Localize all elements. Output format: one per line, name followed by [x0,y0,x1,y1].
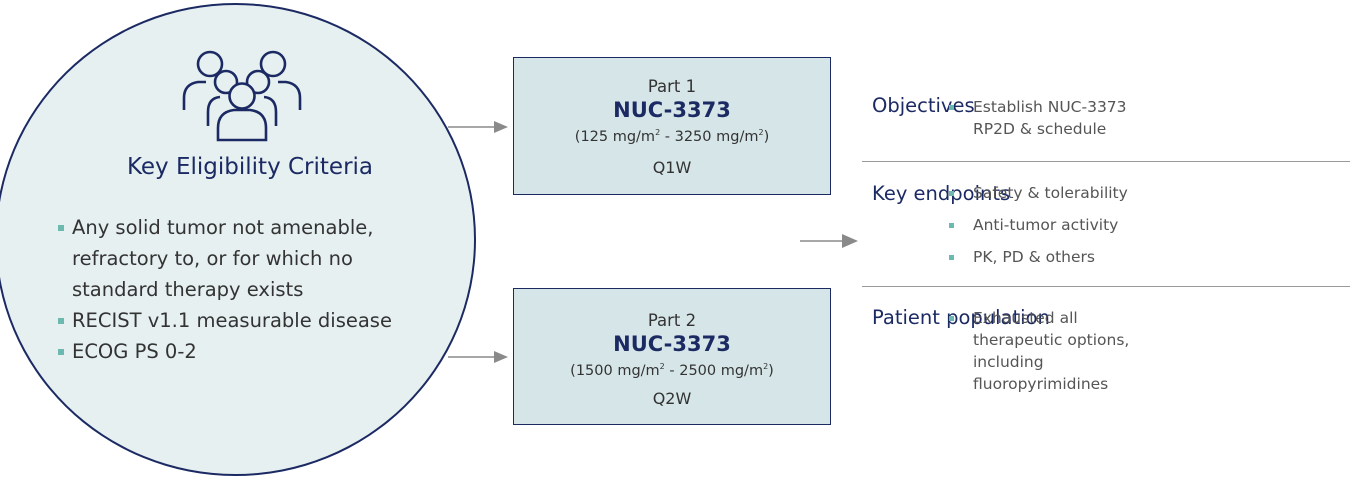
schedule: Q2W [652,388,692,408]
item-text: Exhausted all therapeutic options, inclu… [973,309,1130,393]
bullet-marker [949,105,954,110]
dose-low: 125 mg/m [580,128,656,145]
bullet-marker [949,255,954,260]
superscript-unit: 2 [655,128,661,137]
bullet-marker [58,349,64,355]
criterion-item: ECOG PS 0-2 [58,336,418,367]
part-1-box: Part 1 NUC-3373 (125 mg/m2 - 3250 mg/m2)… [513,57,831,195]
eligibility-criteria-list: Any solid tumor not amenable, refractory… [58,212,418,367]
criterion-item: RECIST v1.1 measurable disease [58,305,418,336]
criterion-text: ECOG PS 0-2 [72,340,197,363]
superscript-unit: 2 [758,128,764,137]
list-item: Safety & tolerability [949,182,1349,204]
arrow-to-details [800,234,858,248]
divider [862,161,1350,162]
item-text: Anti-tumor activity [973,216,1119,234]
criterion-text: RECIST v1.1 measurable disease [72,309,392,332]
part-label: Part 2 [647,311,697,330]
dose-separator: - [664,362,680,379]
divider [862,286,1350,287]
objectives-title: Objectives [872,94,975,117]
list-item: PK, PD & others [949,246,1349,268]
dose-range: (125 mg/m2 - 3250 mg/m2) [574,128,770,145]
key-endpoints-title: Key endpoints [872,182,1011,205]
criterion-text: Any solid tumor not amenable, refractory… [72,216,374,301]
part-label: Part 1 [647,77,697,96]
list-item: Exhausted all therapeutic options, inclu… [949,307,1349,395]
eligibility-title: Key Eligibility Criteria [126,154,374,180]
superscript-unit: 2 [763,362,769,371]
drug-name: NUC-3373 [613,332,731,356]
item-text: Establish NUC-3373 RP2D & schedule [973,98,1127,138]
dose-range: (1500 mg/m2 - 2500 mg/m2) [570,362,774,379]
patient-population-title: Patient population [872,306,1050,329]
dose-separator: - [660,128,675,145]
patient-population-list: Exhausted all therapeutic options, inclu… [949,307,1349,395]
bullet-marker [58,318,64,324]
people-icon [182,50,302,142]
bullet-marker [58,225,64,231]
part-2-box: Part 2 NUC-3373 (1500 mg/m2 - 2500 mg/m2… [513,288,831,425]
objectives-list: Establish NUC-3373 RP2D & schedule [949,96,1329,140]
list-item: Establish NUC-3373 RP2D & schedule [949,96,1329,140]
key-endpoints-list: Safety & tolerability Anti-tumor activit… [949,182,1349,268]
dose-high: 3250 mg/m [674,128,759,145]
list-item: Anti-tumor activity [949,214,1349,236]
dose-high: 2500 mg/m [679,362,764,379]
item-text: PK, PD & others [973,248,1095,266]
drug-name: NUC-3373 [613,98,731,122]
schedule: Q1W [652,157,692,177]
criterion-item: Any solid tumor not amenable, refractory… [58,212,418,305]
bullet-marker [949,223,954,228]
bullet-marker [949,316,954,321]
arrow-to-part2 [448,351,508,363]
bullet-marker [949,191,954,196]
arrow-to-part1 [448,121,508,133]
item-text: Safety & tolerability [973,184,1128,202]
superscript-unit: 2 [659,362,665,371]
dose-low: 1500 mg/m [575,362,660,379]
